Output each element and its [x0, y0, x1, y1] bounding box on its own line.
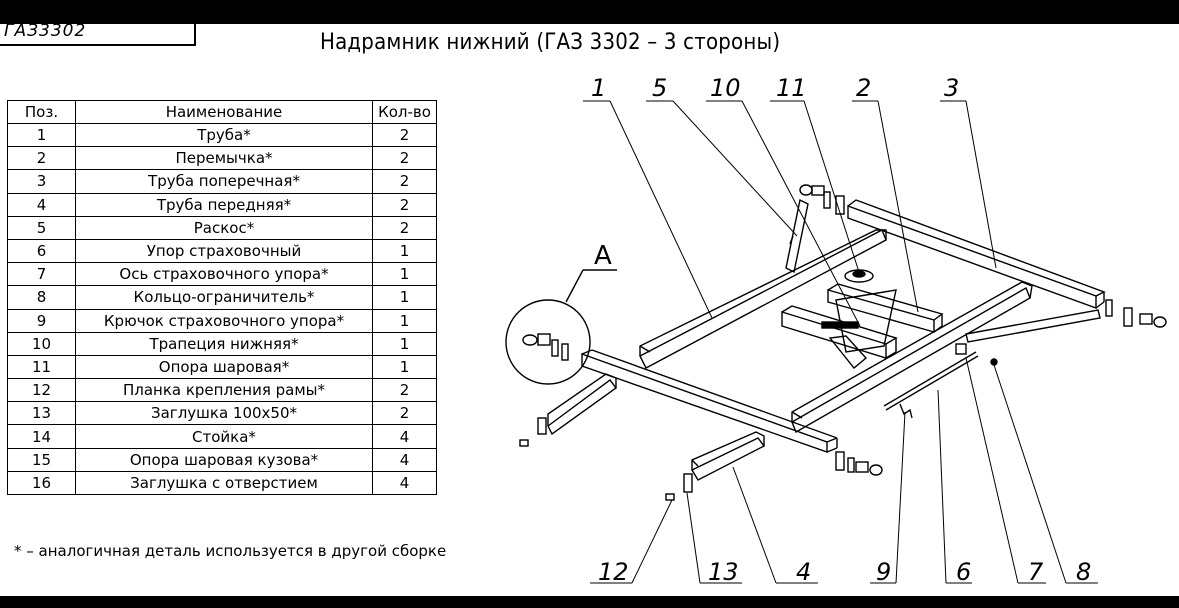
- drawing-title: Надрамник нижний (ГАЗ 3302 – 3 стороны): [320, 30, 781, 55]
- cell-pos: 14: [7, 424, 76, 449]
- cell-pos: 8: [7, 285, 76, 310]
- part-tube-front: [547, 373, 766, 481]
- callout-11: 11: [776, 74, 807, 102]
- cell-qty: 4: [372, 470, 437, 496]
- cell-name: Заглушка с отверстием: [75, 470, 373, 496]
- callout-labels: 1 5 10 11 2 3 12 13 4 9 6 7 8 A: [591, 74, 1091, 586]
- callout-2: 2: [856, 74, 871, 102]
- cell-pos: 6: [7, 238, 76, 264]
- cell-qty: 2: [372, 192, 437, 217]
- footnote: * – аналогичная деталь используется в др…: [14, 542, 447, 560]
- cell-pos: 2: [7, 146, 76, 171]
- cell-pos: 16: [7, 470, 76, 496]
- cell-name: Стойка*: [75, 424, 373, 449]
- part-tube-left: [581, 349, 838, 453]
- view-a-label: A: [594, 241, 612, 271]
- callout-1: 1: [591, 74, 606, 102]
- title-stamp: ГАЗ3302: [0, 24, 196, 46]
- part-axle: [883, 343, 998, 419]
- part-trapezoid: [781, 283, 944, 369]
- cell-name: Планка крепления рамы*: [75, 378, 373, 403]
- callout-3: 3: [944, 74, 959, 102]
- part-tube-back: [847, 199, 1106, 309]
- cell-qty: 4: [372, 424, 437, 449]
- cell-qty: 1: [372, 285, 437, 310]
- cell-qty: 2: [372, 401, 437, 426]
- cell-qty: 2: [372, 215, 437, 240]
- cell-qty: 1: [372, 331, 437, 356]
- callout-7: 7: [1028, 558, 1044, 586]
- detail-view-a: [505, 269, 617, 385]
- header-pos: Поз.: [7, 100, 76, 124]
- callout-13: 13: [708, 558, 739, 586]
- part-cross-right: [791, 281, 1033, 434]
- cell-name: Ось страховочного упора*: [75, 262, 373, 287]
- cell-name: Труба передняя*: [75, 192, 373, 217]
- cell-pos: 5: [7, 215, 76, 240]
- drawing-sheet: ГАЗ3302 Надрамник нижний (ГАЗ 3302 – 3 с…: [0, 24, 1179, 596]
- header-name: Наименование: [75, 100, 373, 124]
- cell-qty: 2: [372, 378, 437, 403]
- part-brace: [785, 198, 809, 274]
- callout-9: 9: [876, 558, 891, 586]
- cell-name: Заглушка 100х50*: [75, 401, 373, 426]
- cell-pos: 7: [7, 262, 76, 287]
- callout-10: 10: [710, 74, 741, 102]
- cell-pos: 12: [7, 378, 76, 403]
- cell-name: Упор страховочный: [75, 238, 373, 264]
- callout-6: 6: [956, 558, 971, 586]
- part-brace-right: [965, 309, 1101, 343]
- callout-4: 4: [796, 558, 811, 586]
- cell-name: Перемычка*: [75, 146, 373, 171]
- part-ball-support: [844, 269, 874, 283]
- callout-5: 5: [652, 74, 667, 102]
- cell-pos: 10: [7, 331, 76, 356]
- callout-8: 8: [1076, 558, 1091, 586]
- callout-12: 12: [598, 558, 629, 586]
- cell-name: Крючок страховочного упора*: [75, 308, 373, 333]
- fasteners: [519, 184, 1167, 501]
- part-cross-left: [639, 229, 887, 369]
- leader-lines: [583, 100, 1098, 584]
- cell-qty: 2: [372, 146, 437, 171]
- cell-qty: 1: [372, 238, 437, 264]
